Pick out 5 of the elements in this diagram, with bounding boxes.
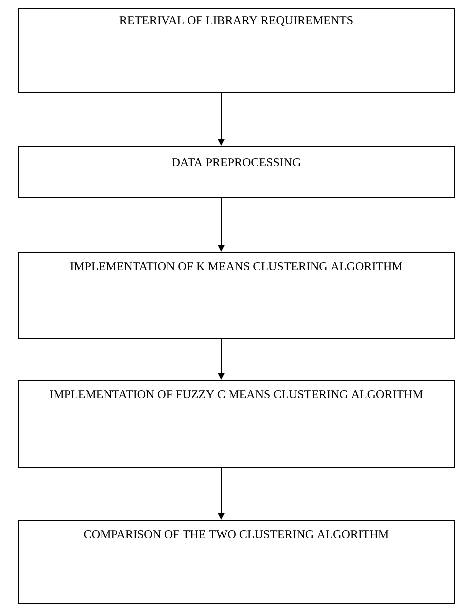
process-box: RETERIVAL OF LIBRARY REQUIREMENTS: [18, 8, 455, 93]
process-box: COMPARISON OF THE TWO CLUSTERING ALGORITHM: [18, 520, 455, 604]
process-box: IMPLEMENTATION OF K MEANS CLUSTERING ALGORITHM: [18, 252, 455, 339]
process-box: DATA PREPROCESSING: [18, 146, 455, 198]
process-box: IMPLEMENTATION OF FUZZY C MEANS CLUSTERING ALGORITHM: [18, 380, 455, 468]
